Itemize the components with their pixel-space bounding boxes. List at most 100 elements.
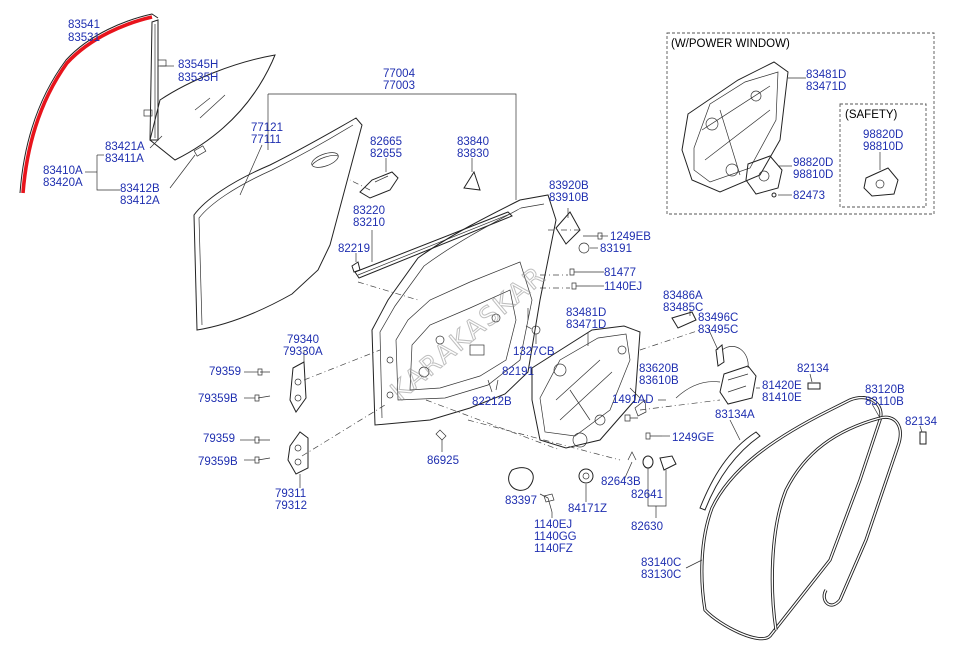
screw-1491ad[interactable] bbox=[624, 414, 638, 422]
door-weatherstrip[interactable] bbox=[700, 396, 883, 641]
label-77111[interactable]: 77111 bbox=[251, 134, 281, 146]
label-82134-a[interactable]: 82134 bbox=[797, 363, 830, 375]
label-79311[interactable]: 79311 bbox=[275, 488, 306, 500]
label-79359b-b[interactable]: 79359B bbox=[198, 456, 238, 468]
door-glass[interactable] bbox=[149, 54, 276, 161]
weatherstrip-83134a[interactable] bbox=[699, 431, 761, 511]
label-81410e[interactable]: 81410E bbox=[762, 392, 802, 404]
label-77004[interactable]: 77004 bbox=[383, 68, 416, 80]
label-86925[interactable]: 86925 bbox=[427, 455, 459, 467]
label-83535h[interactable]: 83535H bbox=[178, 72, 218, 84]
door-outer-panel[interactable] bbox=[193, 117, 363, 331]
label-83471d-mid[interactable]: 83471D bbox=[566, 319, 606, 331]
label-82219[interactable]: 82219 bbox=[338, 243, 370, 255]
inset-regulator[interactable] bbox=[681, 61, 789, 193]
label-83412a[interactable]: 83412A bbox=[120, 195, 160, 207]
label-82643b[interactable]: 82643B bbox=[601, 476, 641, 488]
label-83531[interactable]: 83531 bbox=[68, 32, 100, 44]
emblem-86925[interactable] bbox=[435, 429, 447, 441]
pad-82134-a[interactable] bbox=[807, 382, 821, 390]
label-83410a[interactable]: 83410A bbox=[43, 165, 83, 177]
door-frame-moulding[interactable] bbox=[19, 13, 159, 194]
label-81420e[interactable]: 81420E bbox=[762, 380, 802, 392]
label-83210[interactable]: 83210 bbox=[353, 217, 385, 229]
inside-handle[interactable] bbox=[671, 311, 697, 329]
label-82655[interactable]: 82655 bbox=[370, 148, 402, 160]
upper-hinge[interactable] bbox=[289, 361, 307, 413]
door-handle[interactable] bbox=[359, 171, 399, 199]
label-83120b[interactable]: 83120B bbox=[865, 384, 905, 396]
label-82134-b[interactable]: 82134 bbox=[905, 416, 938, 428]
label-83545h[interactable]: 83545H bbox=[178, 59, 218, 71]
label-1140fz[interactable]: 1140FZ bbox=[534, 543, 573, 555]
label-83220[interactable]: 83220 bbox=[353, 205, 385, 217]
label-83140c[interactable]: 83140C bbox=[641, 557, 681, 569]
label-82641[interactable]: 82641 bbox=[631, 489, 663, 501]
label-83411a[interactable]: 83411A bbox=[105, 153, 144, 165]
label-83420a[interactable]: 83420A bbox=[43, 177, 83, 189]
door-latch[interactable] bbox=[675, 365, 757, 405]
label-82191[interactable]: 82191 bbox=[502, 366, 534, 378]
window-regulator[interactable] bbox=[531, 325, 641, 449]
handle-cover-82641[interactable] bbox=[642, 455, 677, 471]
label-83191[interactable]: 83191 bbox=[600, 243, 632, 255]
label-83397[interactable]: 83397 bbox=[505, 495, 537, 507]
label-1249ge[interactable]: 1249GE bbox=[672, 432, 715, 444]
lock-rod[interactable] bbox=[634, 399, 647, 417]
label-79312[interactable]: 79312 bbox=[275, 500, 307, 512]
label-98810d-box[interactable]: 98810D bbox=[793, 169, 833, 181]
label-98810d-safe[interactable]: 98810D bbox=[863, 141, 903, 153]
label-83910b[interactable]: 83910B bbox=[549, 192, 589, 204]
label-83840[interactable]: 83840 bbox=[457, 136, 489, 148]
safety-module[interactable] bbox=[863, 167, 899, 197]
label-83412b[interactable]: 83412B bbox=[120, 183, 160, 195]
label-79359-a[interactable]: 79359 bbox=[209, 366, 241, 378]
clip-82643b[interactable] bbox=[627, 451, 637, 461]
label-82212b[interactable]: 82212B bbox=[472, 396, 512, 408]
delta-cover[interactable] bbox=[463, 170, 481, 191]
inset-motor[interactable] bbox=[745, 155, 783, 198]
belt-weatherstrip[interactable] bbox=[354, 211, 513, 279]
label-84171z[interactable]: 84171Z bbox=[568, 503, 607, 515]
label-1249eb[interactable]: 1249EB bbox=[610, 231, 651, 243]
label-1140gg[interactable]: 1140GG bbox=[534, 531, 577, 543]
label-82630[interactable]: 82630 bbox=[631, 521, 663, 533]
label-83130c[interactable]: 83130C bbox=[641, 569, 681, 581]
label-1491ad[interactable]: 1491AD bbox=[612, 394, 654, 406]
label-81477[interactable]: 81477 bbox=[604, 267, 636, 279]
label-82665[interactable]: 82665 bbox=[370, 136, 402, 148]
label-83481d-box[interactable]: 83481D bbox=[806, 69, 846, 81]
clip[interactable] bbox=[351, 261, 361, 273]
grommet-84171z[interactable] bbox=[578, 468, 594, 484]
screw-1249ge[interactable] bbox=[645, 432, 662, 440]
label-83610b[interactable]: 83610B bbox=[639, 375, 679, 387]
label-1140ej-bot[interactable]: 1140EJ bbox=[534, 519, 572, 531]
hinge-bolts[interactable] bbox=[254, 368, 271, 464]
lower-hinge[interactable] bbox=[287, 431, 309, 475]
label-83920b[interactable]: 83920B bbox=[549, 180, 589, 192]
label-83495c[interactable]: 83495C bbox=[698, 324, 738, 336]
label-83830[interactable]: 83830 bbox=[457, 148, 489, 160]
label-79359b-a[interactable]: 79359B bbox=[198, 393, 238, 405]
rod[interactable] bbox=[715, 344, 725, 367]
label-82473[interactable]: 82473 bbox=[793, 190, 825, 202]
label-83620b[interactable]: 83620B bbox=[639, 363, 679, 375]
label-77121[interactable]: 77121 bbox=[251, 122, 283, 134]
label-83496c[interactable]: 83496C bbox=[698, 312, 738, 324]
small-fasteners[interactable] bbox=[487, 232, 603, 393]
label-98820d-box[interactable]: 98820D bbox=[793, 157, 833, 169]
door-inner-panel[interactable] bbox=[371, 194, 557, 426]
label-83421a[interactable]: 83421A bbox=[105, 141, 145, 153]
plug-83397[interactable] bbox=[508, 467, 534, 491]
label-79340[interactable]: 79340 bbox=[287, 334, 319, 346]
label-83486a[interactable]: 83486A bbox=[663, 290, 703, 302]
label-83485c[interactable]: 83485C bbox=[663, 302, 703, 314]
label-83471d-box[interactable]: 83471D bbox=[806, 81, 846, 93]
label-79359-b[interactable]: 79359 bbox=[203, 433, 235, 445]
body-weatherstrip[interactable] bbox=[770, 415, 902, 631]
pad-82134-b[interactable] bbox=[919, 431, 927, 445]
label-79330a[interactable]: 79330A bbox=[283, 346, 323, 358]
label-98820d-safe[interactable]: 98820D bbox=[863, 129, 903, 141]
label-77003[interactable]: 77003 bbox=[383, 80, 415, 92]
label-83481d-mid[interactable]: 83481D bbox=[566, 307, 606, 319]
